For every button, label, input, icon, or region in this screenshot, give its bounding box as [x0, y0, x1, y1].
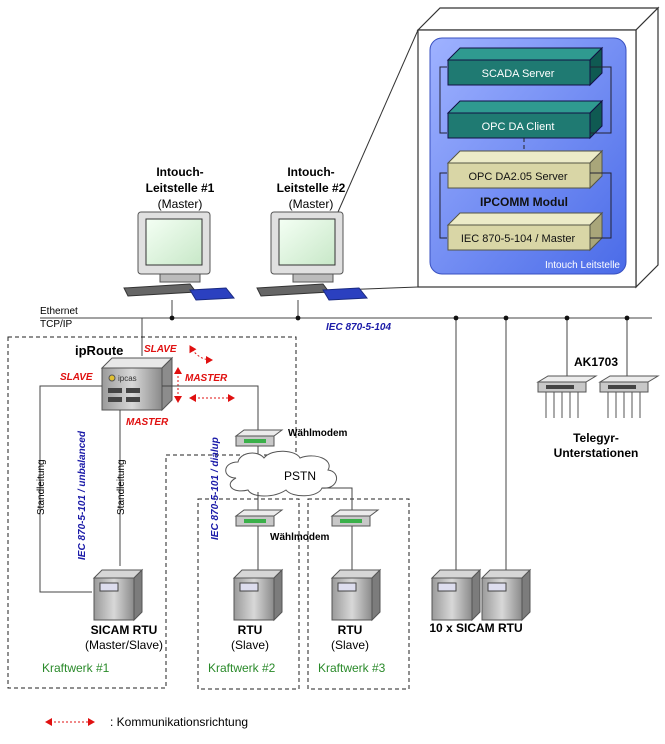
comm-direction-arrow: [189, 345, 213, 364]
zoom-line: [337, 29, 419, 213]
svg-text:(Master): (Master): [289, 197, 334, 211]
modem-top: [234, 429, 284, 447]
opc-client-label: OPC DA Client: [482, 121, 555, 133]
bracket-line: [590, 66, 612, 134]
kraftwerk2-box: [197, 498, 300, 690]
ak1703-label: AK1703: [574, 355, 618, 369]
bus-nodes: [169, 315, 630, 321]
svg-text:Intouch-: Intouch-: [156, 165, 203, 179]
kraftwerk3-label: Kraftwerk #3: [318, 661, 386, 675]
svg-text:ipcas: ipcas: [118, 374, 137, 383]
kraftwerk2-label: Kraftwerk #2: [208, 661, 276, 675]
ethernet-label: Ethernet: [40, 306, 78, 317]
workstation-2: [256, 211, 368, 301]
ipcomm-module-label: IPCOMM Modul: [480, 195, 568, 209]
modem-link: [162, 385, 259, 430]
telegyr-label-2: Unterstationen: [554, 446, 639, 460]
ten-sicam-label: 10 x SICAM RTU: [429, 621, 522, 635]
master-right-label: MASTER: [185, 373, 228, 384]
rtu-kw2: [232, 568, 284, 622]
bracket-line: [439, 66, 447, 134]
rtu2-role: (Slave): [231, 638, 269, 652]
sicam-rtu-role: (Master/Slave): [85, 638, 163, 652]
opc-server-label: OPC DA2.05 Server: [468, 171, 567, 183]
rtu3-label: RTU: [338, 623, 363, 637]
telegyr-label-1: Telegyr-: [573, 431, 619, 445]
pc2-label: Intouch- Leitstelle #2 (Master): [277, 165, 346, 211]
workstation-1: [123, 211, 235, 301]
sicam-rtu-label: SICAM RTU: [91, 623, 158, 637]
tcpip-label: TCP/IP: [40, 319, 73, 330]
rtu2-label: RTU: [238, 623, 263, 637]
legend-text: : Kommunikationsrichtung: [110, 715, 248, 729]
pstn-label: PSTN: [284, 469, 316, 483]
rtu-kw3: [330, 568, 382, 622]
iec104-label: IEC 870-5-104: [326, 322, 391, 333]
svg-text:(Master): (Master): [158, 197, 203, 211]
svg-text:Intouch-: Intouch-: [287, 165, 334, 179]
scada-server-label: SCADA Server: [482, 68, 555, 80]
standleitung-label-b: Standleitung: [116, 459, 127, 515]
rtu3-role: (Slave): [331, 638, 369, 652]
kraftwerk1-box: [7, 336, 297, 689]
master-bottom-label: MASTER: [126, 417, 169, 428]
ak1703-feeders: [545, 392, 641, 418]
kraftwerk1-label: Kraftwerk #1: [42, 661, 110, 675]
pstn-cloud: [225, 450, 337, 497]
bracket-line: [439, 172, 447, 239]
svg-text:Leitstelle #2: Leitstelle #2: [277, 181, 346, 195]
ak1703-unit-b: [598, 375, 660, 393]
waehlmodem-label-top: Wählmodem: [288, 428, 348, 439]
svg-text:Leitstelle #1: Leitstelle #1: [146, 181, 215, 195]
iproute-device: ipcas: [100, 356, 174, 412]
iec-master-label: IEC 870-5-104 / Master: [461, 233, 576, 245]
intouch-leitstelle-label: Intouch Leitstelle: [545, 260, 620, 271]
slave-top-label: SLAVE: [144, 344, 177, 355]
iec-master-layer: [446, 211, 604, 252]
pstn-modem3-link: [322, 487, 353, 510]
opc-da-client-layer: [446, 99, 604, 140]
iec101-unbalanced-label: IEC 870-5-101 / unbalanced: [77, 430, 88, 560]
modem-kraftwerk3: [330, 509, 380, 527]
sicam-rtu-a: [430, 568, 482, 622]
standleitung-link-a: [39, 385, 102, 593]
pc1-label: Intouch- Leitstelle #1 (Master): [146, 165, 215, 211]
iproute-label: ipRoute: [75, 343, 123, 358]
waehlmodem-label-bottom: Wählmodem: [270, 532, 330, 543]
slave-left-label: SLAVE: [60, 372, 93, 383]
sicam-rtu-b: [480, 568, 532, 622]
ak1703-unit-a: [536, 375, 598, 393]
standleitung-label-a: Standleitung: [36, 459, 47, 515]
iec101-dialup-label: IEC 870-5-101 / dialup: [210, 437, 221, 540]
bracket-line: [590, 172, 612, 239]
opc-da-server-layer: [446, 149, 604, 190]
sicam-rtu-kw1: [92, 568, 144, 622]
kraftwerk3-box: [307, 498, 410, 690]
modem-kraftwerk2: [234, 509, 284, 527]
